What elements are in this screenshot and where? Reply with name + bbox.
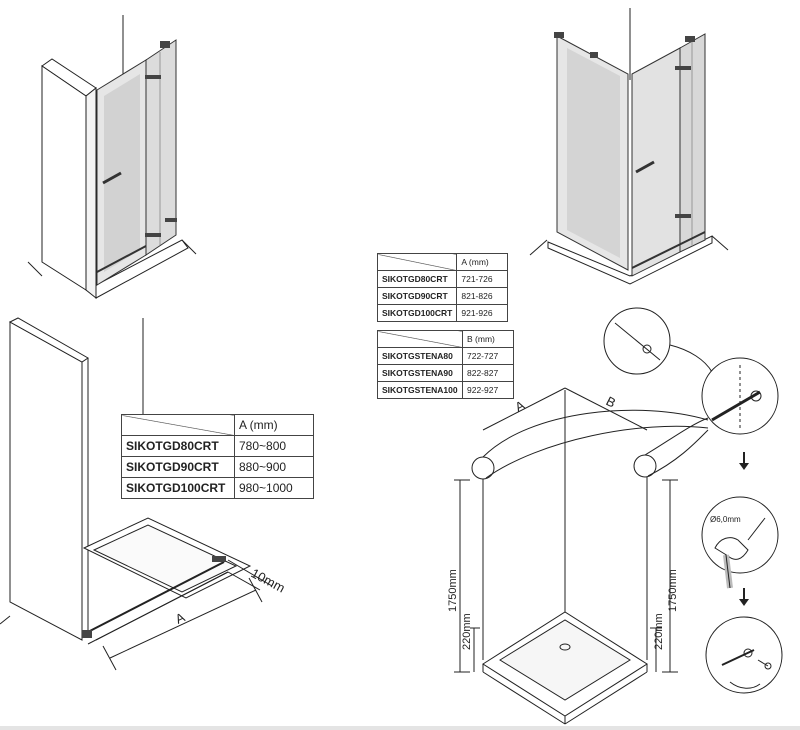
- a-label-measure: A: [513, 397, 528, 414]
- niche-door-illustration: [27, 15, 197, 300]
- table-row: SIKOTGD90CRT 880~900: [121, 456, 314, 478]
- table-row: SIKOTGD100CRT 921-926: [376, 304, 509, 322]
- table-header: B (mm): [462, 330, 514, 348]
- table-a-small: A (mm) SIKOTGD80CRT 721-726 SIKOTGD90CRT…: [376, 253, 509, 322]
- low-left-label: 220mm: [461, 613, 473, 650]
- table-a-large: A (mm) SIKOTGD80CRT 780~800 SIKOTGD90CRT…: [121, 414, 314, 499]
- table-row: SIKOTGD100CRT 980~1000: [121, 477, 314, 499]
- height-right-label: 1750mm: [667, 569, 679, 612]
- table-row: SIKOTGD90CRT 821-826: [376, 287, 509, 305]
- tray-dimension-illustration: [0, 317, 273, 671]
- table-row: SIKOTGSTENA80 722-727: [377, 347, 514, 365]
- table-corner: [121, 414, 235, 436]
- table-row: SIKOTGD80CRT 721-726: [376, 270, 509, 288]
- table-row: SIKOTGSTENA90 822-827: [377, 364, 514, 382]
- b-label-measure: B: [604, 393, 619, 410]
- measurement-diagram: [454, 307, 783, 725]
- table-corner: [376, 253, 458, 271]
- table-row: SIKOTGSTENA100 922-927: [377, 381, 514, 399]
- table-row: SIKOTGD80CRT 780~800: [121, 435, 314, 457]
- height-left-label: 1750mm: [447, 569, 459, 612]
- table-header: A (mm): [234, 414, 314, 436]
- table-b-small: B (mm) SIKOTGSTENA80 722-727 SIKOTGSTENA…: [377, 330, 514, 399]
- low-right-label: 220mm: [653, 613, 665, 650]
- corner-enclosure-illustration: [529, 8, 729, 285]
- drill-size-label: Ø6,0mm: [710, 515, 741, 524]
- a-label-tray: A: [173, 609, 187, 626]
- table-corner: [377, 330, 463, 348]
- table-header: A (mm): [456, 253, 509, 271]
- page-bottom-divider: [0, 726, 800, 730]
